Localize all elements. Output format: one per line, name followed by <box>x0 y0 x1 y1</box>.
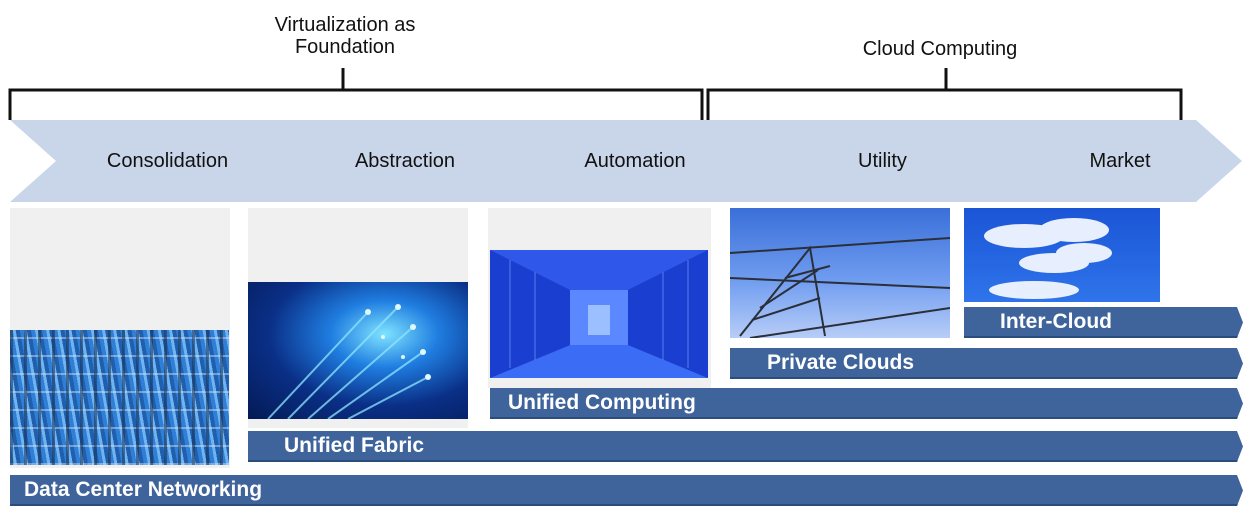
bar-label-private-clouds: Private Clouds <box>767 351 915 374</box>
bracket-cloud-computing <box>706 68 1183 120</box>
chevron-market <box>962 120 1242 202</box>
stage-label-automation: Automation <box>584 150 686 172</box>
bracket-virtualization <box>8 68 704 120</box>
fiber-strands-icon <box>267 304 431 419</box>
power-tower-image <box>730 208 950 338</box>
bracket-label-virtualization: Virtualization as Foundation <box>230 14 460 58</box>
fiber-optics-image <box>248 282 468 419</box>
power-tower-icon <box>730 237 950 338</box>
stage-label-market: Market <box>1089 150 1151 172</box>
bracket-label-line2: Foundation <box>294 36 396 58</box>
server-room-image <box>490 250 708 378</box>
network-cables-image <box>10 330 229 465</box>
chevron-automation <box>486 120 772 202</box>
bracket-label-line1: Virtualization as <box>274 14 416 36</box>
stage-label-abstraction: Abstraction <box>354 150 456 172</box>
cloud-icon <box>984 218 1112 299</box>
bar-unified-computing: Unified Computing <box>490 388 1243 419</box>
bar-label-inter-cloud: Inter-Cloud <box>1000 310 1112 333</box>
bar-label-unified-fabric: Unified Fabric <box>284 434 425 457</box>
bar-data-center-networking: Data Center Networking <box>10 475 1243 506</box>
clouds-image <box>964 208 1160 302</box>
bracket-label-cloud-computing: Cloud Computing <box>862 38 1018 60</box>
chevron-utility <box>724 120 1010 202</box>
bar-inter-cloud: Inter-Cloud <box>964 307 1243 338</box>
process-diagram <box>8 68 1242 202</box>
bar-label-unified-computing: Unified Computing <box>508 391 696 414</box>
bar-unified-fabric: Unified Fabric <box>248 431 1243 462</box>
bar-private-clouds: Private Clouds <box>730 348 1243 379</box>
chevron-abstraction <box>248 120 534 202</box>
stage-label-utility: Utility <box>858 150 907 172</box>
bar-label-data-center-networking: Data Center Networking <box>24 478 263 501</box>
stage-label-consolidation: Consolidation <box>106 150 229 172</box>
server-aisle-icon <box>490 250 708 378</box>
chevron-consolidation <box>10 120 296 202</box>
